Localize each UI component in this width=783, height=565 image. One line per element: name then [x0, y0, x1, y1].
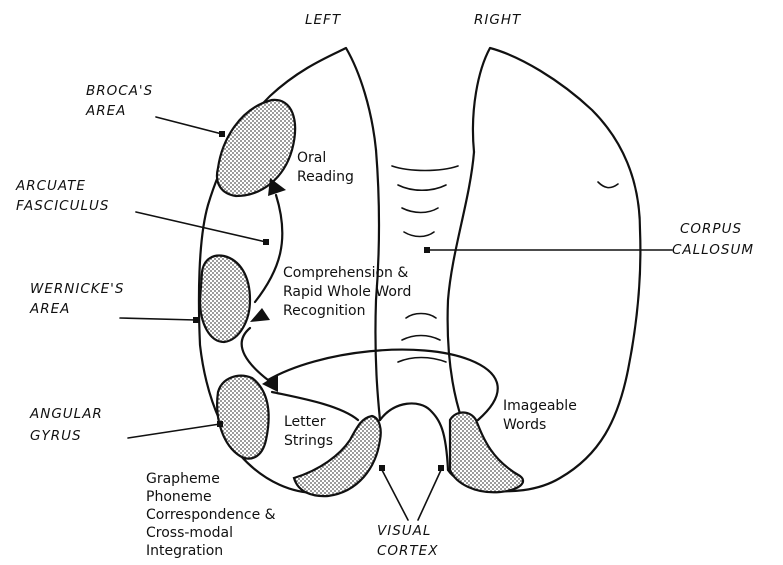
- corpus-callosum-label: CORPUS CALLOSUM: [672, 221, 754, 258]
- right-hemisphere-label: RIGHT: [474, 12, 522, 28]
- letter-strings-label: Letter Strings: [284, 414, 333, 449]
- broca-area-region: [217, 100, 295, 196]
- left-hemisphere-label: LEFT: [305, 12, 342, 28]
- imageable-words-label: Imageable Words: [503, 398, 581, 433]
- oral-reading-label: Oral Reading: [297, 150, 354, 185]
- angular-gyrus-label: ANGULAR GYRUS: [29, 406, 108, 444]
- grapheme-phoneme-label: Grapheme Phoneme Correspondence & Cross-…: [146, 471, 280, 559]
- wernicke-area-label: WERNICKE'S AREA: [29, 281, 130, 317]
- occipital-midline-contour: [380, 403, 448, 470]
- arcuate-fasciculus-label: ARCUATE FASCICULUS: [15, 178, 109, 214]
- wernicke-area-region: [200, 256, 250, 342]
- right-medial-contour: [448, 152, 474, 420]
- broca-area-label: BROCA'S AREA: [85, 83, 159, 119]
- visual-cortex-label: VISUAL CORTEX: [377, 523, 438, 559]
- angular-gyrus-region: [217, 376, 269, 459]
- corpus-callosum-striations: [392, 166, 618, 362]
- comprehension-label: Comprehension & Rapid Whole Word Recogni…: [283, 265, 416, 319]
